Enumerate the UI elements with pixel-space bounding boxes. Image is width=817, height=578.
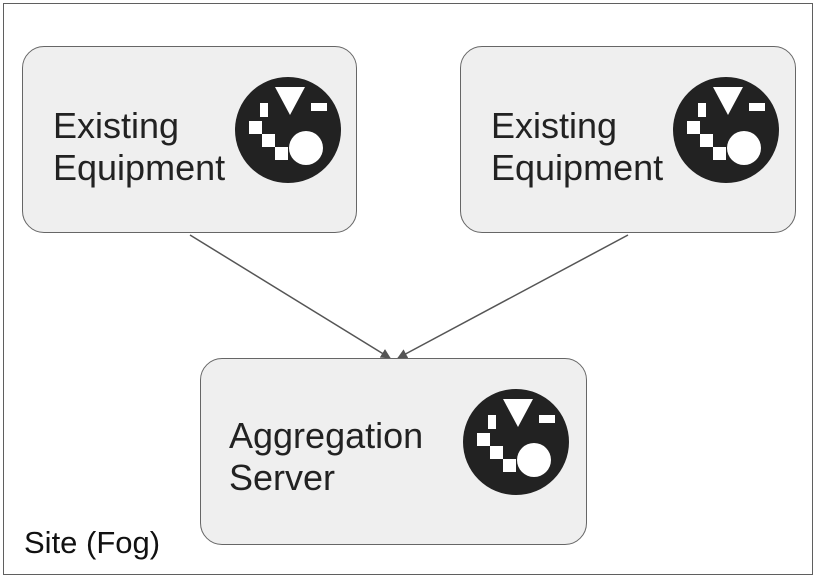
- node-label: Aggregation Server: [229, 415, 424, 498]
- node-aggregation-server[interactable]: Aggregation Server: [200, 358, 587, 545]
- node-label: Existing Equipment: [53, 105, 226, 188]
- component-mix-icon: [235, 77, 341, 183]
- edge-equipment-2-to-server: [397, 234, 629, 359]
- node-label: Existing Equipment: [491, 105, 664, 188]
- node-existing-equipment-2[interactable]: Existing Equipment: [460, 46, 796, 233]
- component-mix-icon: [673, 77, 779, 183]
- site-container: [3, 3, 813, 575]
- node-existing-equipment-1[interactable]: Existing Equipment: [22, 46, 357, 233]
- component-mix-icon: [463, 389, 569, 495]
- edge-equipment-1-to-server: [189, 234, 391, 359]
- site-label: Site (Fog): [24, 525, 161, 560]
